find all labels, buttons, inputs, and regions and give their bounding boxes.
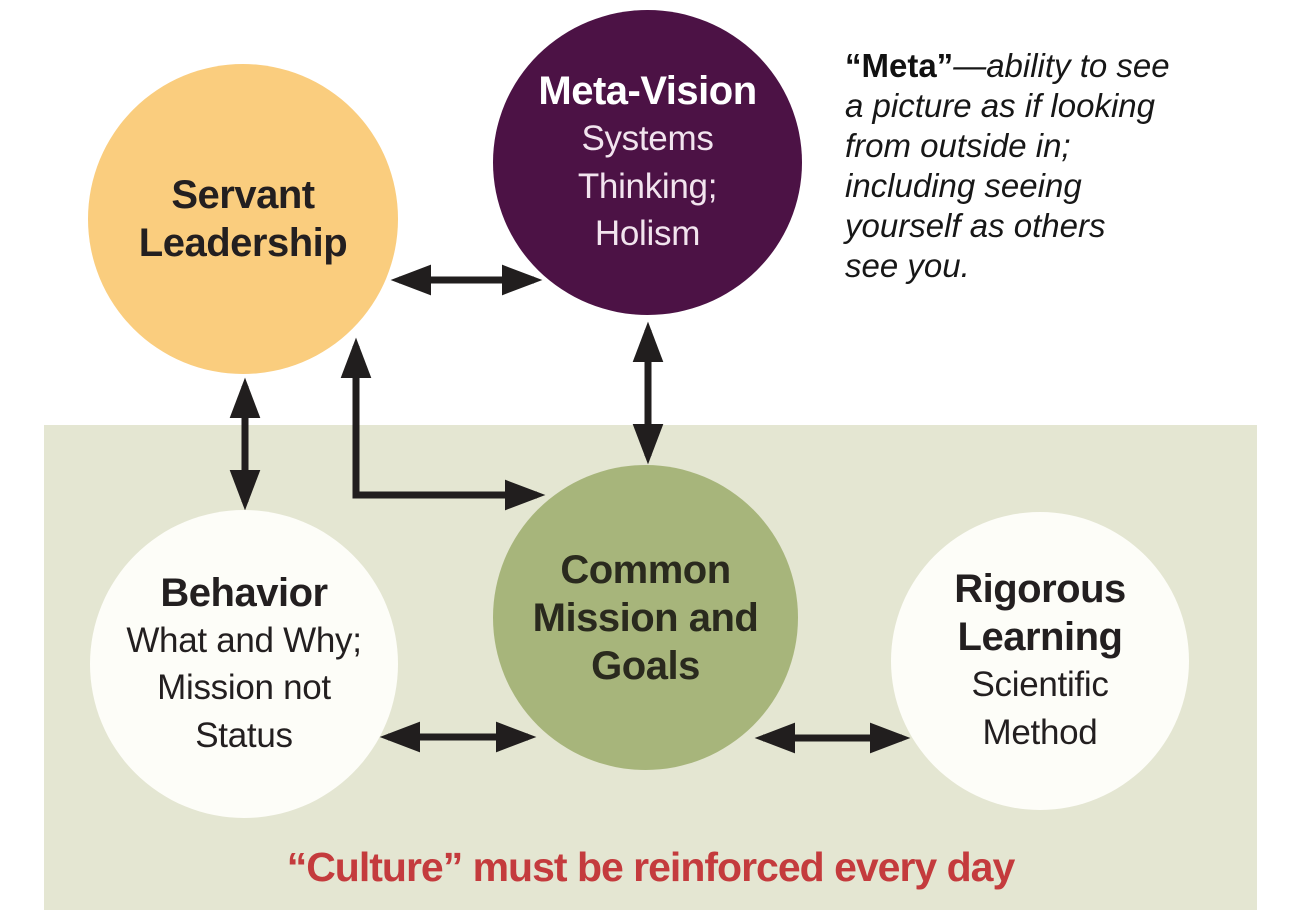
- circle-meta-vision: Meta-Vision Systems Thinking; Holism: [493, 10, 802, 315]
- meta-vision-subtitle: Systems Thinking; Holism: [577, 119, 718, 254]
- meta-note-line: yourself as others: [845, 207, 1106, 244]
- meta-vision-title: Meta-Vision: [538, 69, 757, 114]
- behavior-title: Behavior: [160, 570, 328, 615]
- meta-note-line: “Meta”—ability to see: [845, 46, 1285, 86]
- circle-servant-leadership: Servant Leadership: [88, 64, 398, 374]
- meta-note-line1-rest: —ability to see: [953, 47, 1170, 84]
- circle-rigorous-learning: Rigorous Learning Scientific Method: [891, 512, 1189, 810]
- servant-leadership-title: Servant Leadership: [138, 173, 348, 265]
- culture-caption: “Culture” must be reinforced every day: [286, 844, 1016, 890]
- common-mission-title: Common Mission and Goals: [532, 547, 759, 688]
- meta-note-line: a picture as if looking: [845, 87, 1156, 124]
- circle-behavior: Behavior What and Why; Mission not Statu…: [90, 510, 398, 818]
- meta-note-term: “Meta”: [845, 47, 954, 84]
- meta-note-line: including seeing: [845, 167, 1082, 204]
- meta-definition-note: “Meta”—ability to see a picture as if lo…: [845, 46, 1285, 286]
- meta-note-line: see you.: [845, 247, 970, 284]
- circle-common-mission: Common Mission and Goals: [493, 465, 798, 770]
- meta-note-line: from outside in;: [845, 127, 1071, 164]
- rigorous-learning-title: Rigorous Learning: [954, 567, 1126, 660]
- behavior-subtitle: What and Why; Mission not Status: [126, 620, 362, 755]
- rigorous-learning-subtitle: Scientific Method: [971, 665, 1109, 752]
